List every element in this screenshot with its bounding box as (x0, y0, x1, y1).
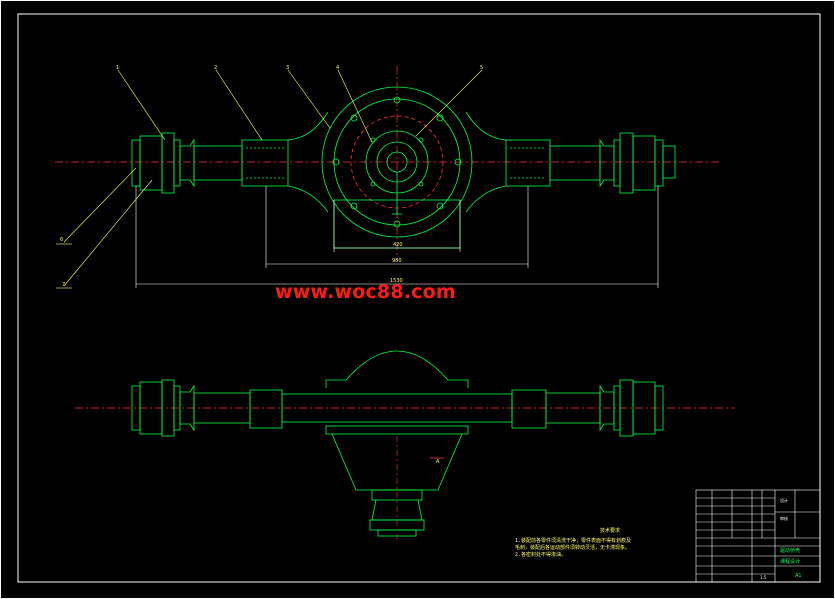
top-view (75, 350, 735, 540)
technical-requirements: 技术要求 1.装配前各零件须清洗干净，零件表面不得有划痕及 毛刺，装配后各运动部… (515, 528, 695, 559)
notes-line-3: 2.各密封处不得渗油。 (515, 552, 567, 558)
tb-designer: 设计 (780, 497, 788, 503)
notes-title: 技术要求 (599, 528, 620, 534)
dim-center-width: 420 (393, 242, 403, 248)
tb-school: 课程设计 (780, 558, 800, 565)
title-block (695, 489, 821, 583)
tb-sheet: A1 (795, 573, 802, 579)
tb-checker: 审核 (780, 515, 788, 521)
dim-inner-span: 980 (392, 258, 402, 264)
balloon-5: 5 (480, 65, 483, 71)
front-view (55, 66, 720, 255)
tb-scale: 1:5 (760, 575, 767, 580)
balloon-4: 4 (336, 65, 339, 71)
leader-lines (56, 69, 483, 289)
balloon-3: 3 (286, 65, 289, 71)
tb-part-name: 驱动桥壳 (780, 547, 800, 554)
section-mark: A (436, 459, 440, 465)
balloon-7: 7 (62, 282, 65, 288)
notes-line-1: 1.装配前各零件须清洗干净，零件表面不得有划痕及 (515, 538, 632, 544)
dim-overall-length: 1530 (390, 278, 403, 284)
watermark: www.woc88.com (275, 281, 456, 303)
balloon-2: 2 (214, 65, 217, 71)
notes-line-2: 毛刺，装配后各运动部件须转动灵活，无卡滞现象。 (515, 545, 631, 551)
balloon-6: 6 (60, 237, 63, 243)
inner-frame (17, 13, 821, 583)
balloon-1: 1 (116, 65, 119, 71)
dimension-lines (135, 186, 659, 288)
